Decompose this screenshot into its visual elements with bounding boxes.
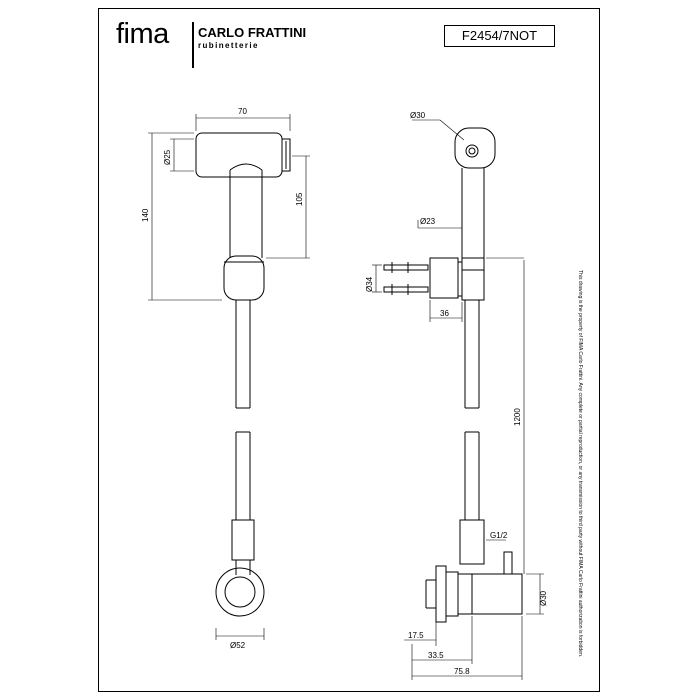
front-view-shower-head bbox=[195, 132, 291, 409]
side-view-shower-head bbox=[383, 127, 496, 409]
copyright-notice: This drawing is the property of FIMA Car… bbox=[575, 270, 583, 670]
dim-dia-25: Ø25 bbox=[163, 149, 172, 165]
dim-height-105: 105 bbox=[295, 192, 304, 206]
brand-name: fima bbox=[116, 18, 169, 50]
dim-dia-30-valve: Ø30 bbox=[539, 590, 548, 606]
dim-height-140: 140 bbox=[141, 208, 150, 222]
brand-tagline: rubinetterie bbox=[198, 41, 259, 50]
dim-dia-52: Ø52 bbox=[230, 641, 246, 650]
front-view-dimensions bbox=[148, 114, 310, 640]
brand-partner: CARLO FRATTINI bbox=[198, 25, 307, 40]
brand-divider bbox=[192, 22, 194, 68]
dim-dia-23: Ø23 bbox=[420, 217, 436, 226]
dim-thread-g12: G1/2 bbox=[490, 531, 508, 540]
dim-dia-34: Ø34 bbox=[365, 276, 374, 292]
dim-dia-30-head: Ø30 bbox=[410, 111, 426, 120]
side-view-dimensions bbox=[372, 119, 544, 680]
front-view-valve bbox=[215, 431, 265, 617]
dim-33-5: 33.5 bbox=[428, 651, 444, 660]
side-view-valve bbox=[425, 431, 523, 623]
product-code: F2454/7NOT bbox=[444, 25, 555, 47]
dim-depth-36: 36 bbox=[440, 309, 449, 318]
dim-75-8: 75.8 bbox=[454, 667, 470, 676]
dim-17-5: 17.5 bbox=[408, 631, 424, 640]
drawing-frame bbox=[98, 8, 600, 692]
copyright-notice-text: This drawing is the property of FIMA Car… bbox=[577, 270, 583, 658]
dim-width-70: 70 bbox=[238, 107, 247, 116]
dim-length-1200: 1200 bbox=[513, 408, 522, 426]
